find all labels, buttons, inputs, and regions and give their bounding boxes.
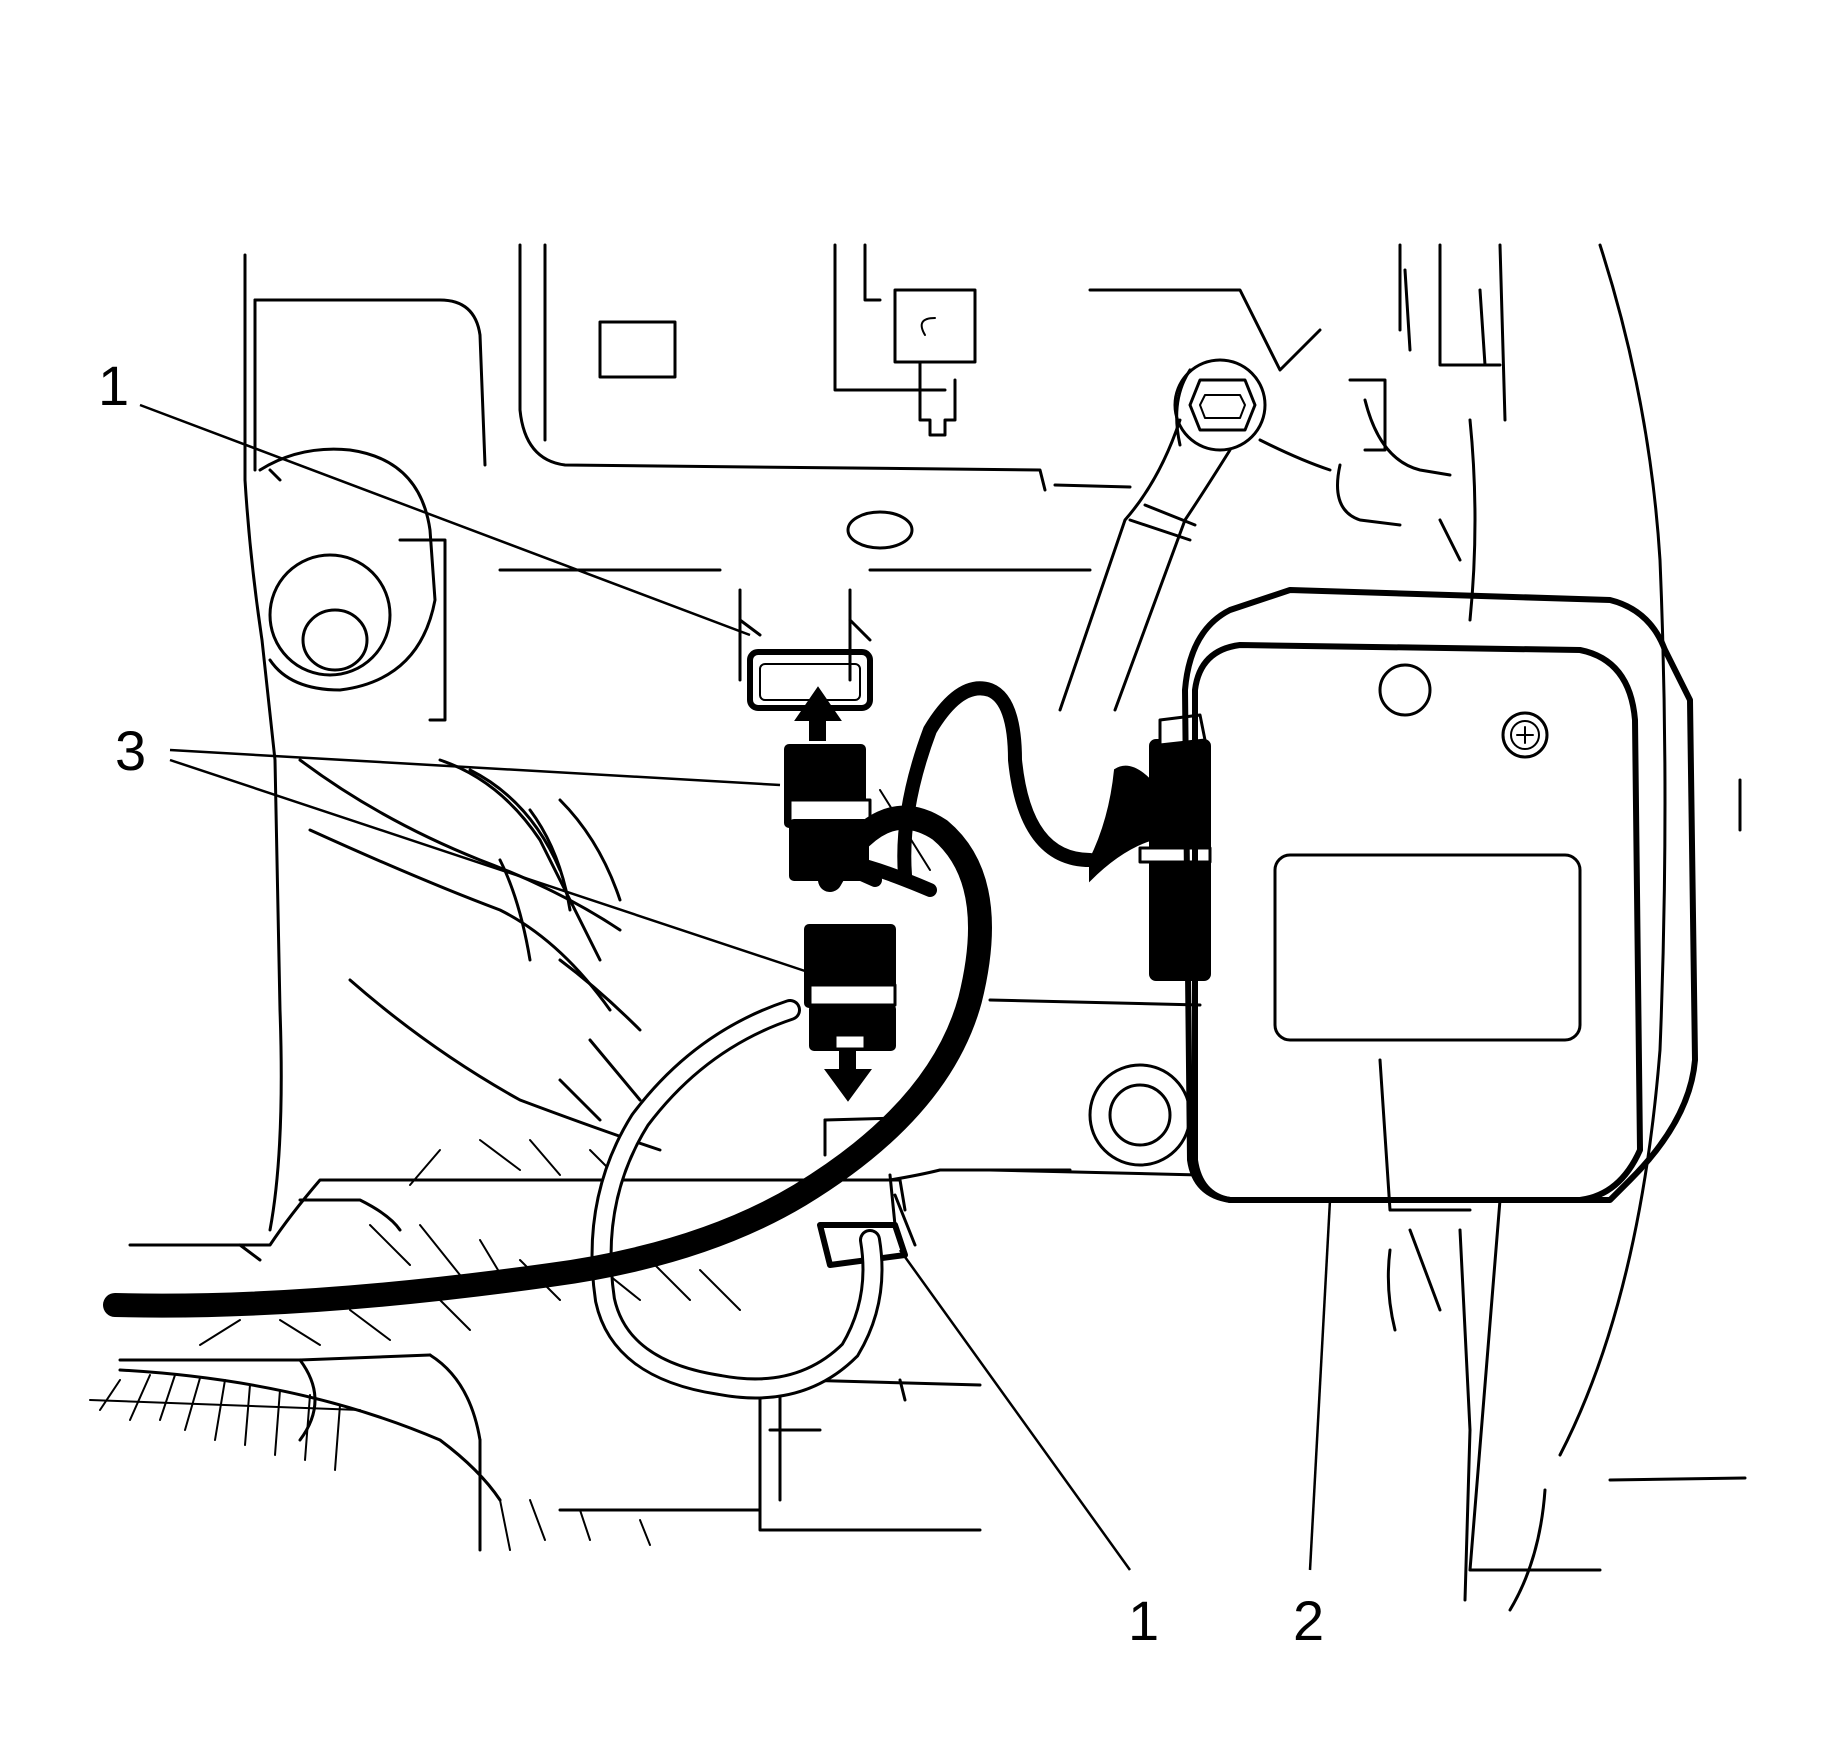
- callout-2: 2: [1293, 1589, 1324, 1652]
- vehicle-body-structure: [89, 243, 1747, 1612]
- callout-1-upper: 1: [98, 354, 129, 417]
- control-module: [1182, 587, 1698, 1203]
- upper-connector-receptacle: [738, 588, 873, 711]
- hollow-wire-loop: [590, 999, 884, 1400]
- callout-leaders: [139, 403, 1332, 1571]
- lower-wiring-connector: [804, 924, 897, 1102]
- callout-3: 3: [115, 719, 146, 782]
- main-wiring-harness: [103, 681, 1097, 1318]
- callout-1-lower: 1: [1128, 1589, 1159, 1652]
- sensor-link-rod: [1058, 358, 1332, 712]
